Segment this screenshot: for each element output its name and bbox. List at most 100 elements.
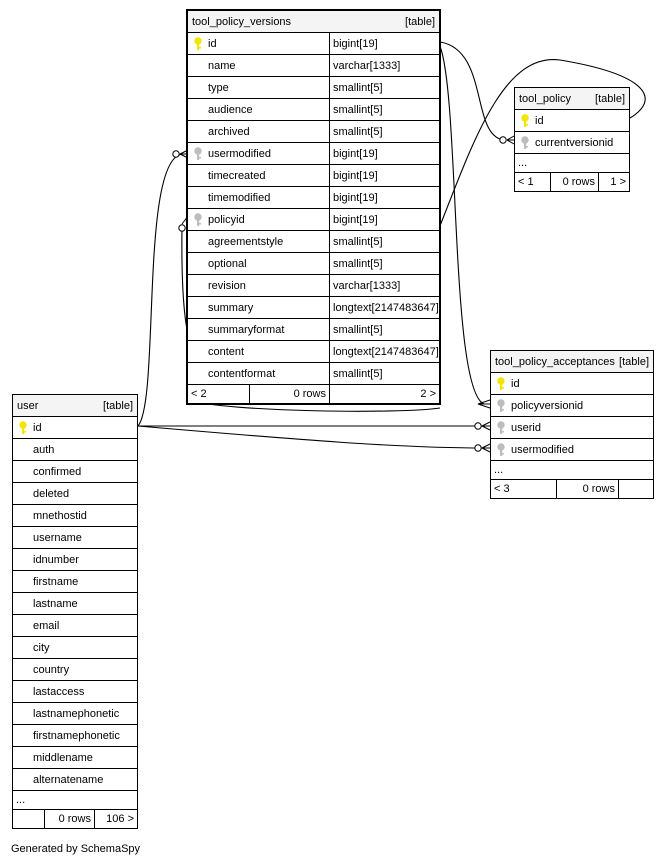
column-row[interactable]: lastnamephonetic [13, 703, 137, 725]
column-row[interactable]: lastaccess [13, 681, 137, 703]
primary-key-icon [192, 36, 205, 51]
column-row[interactable]: currentversionid [515, 132, 629, 154]
column-name: policyversionid [511, 399, 584, 412]
column-name: name [208, 59, 236, 72]
column-name-cell: usermodified [491, 439, 653, 460]
column-row[interactable]: lastname [13, 593, 137, 615]
footer-children-link[interactable]: 2 > [420, 388, 436, 400]
column-name: currentversionid [535, 136, 614, 149]
no-key-spacer [192, 367, 205, 381]
no-key-spacer [192, 169, 205, 183]
table-name[interactable]: tool_policy_acceptances [495, 355, 615, 368]
column-type: bigint[19] [329, 187, 439, 208]
column-name: auth [33, 443, 55, 456]
column-name: timemodified [208, 191, 271, 204]
footer-row-count: 0 rows [551, 173, 599, 191]
column-name: lastnamephonetic [33, 707, 120, 720]
column-row[interactable]: username [13, 527, 137, 549]
column-row[interactable]: id bigint[19] [188, 33, 439, 55]
column-row[interactable]: firstnamephonetic [13, 725, 137, 747]
column-row[interactable]: policyversionid [491, 395, 653, 417]
column-name-cell: id [491, 373, 653, 394]
table-name[interactable]: tool_policy_versions [192, 15, 292, 28]
column-type: smallint[5] [329, 319, 439, 340]
footer-parents-link[interactable]: < 3 [491, 480, 557, 498]
column-name-cell: name [188, 55, 329, 76]
column-row[interactable]: alternatename [13, 769, 137, 791]
no-key-spacer [17, 487, 30, 501]
column-name: id [208, 37, 217, 50]
column-type: bigint[19] [329, 33, 439, 54]
column-type: smallint[5] [329, 363, 439, 384]
column-row[interactable]: auth [13, 439, 137, 461]
column-row[interactable]: timemodified bigint[19] [188, 187, 439, 209]
column-row[interactable]: userid [491, 417, 653, 439]
column-row[interactable]: mnethostid [13, 505, 137, 527]
column-name: mnethostid [33, 509, 87, 522]
column-name-cell: type [188, 77, 329, 98]
foreign-key-icon [192, 212, 205, 227]
column-row[interactable]: usermodified [491, 439, 653, 461]
column-row[interactable]: email [13, 615, 137, 637]
column-name-cell: id [515, 110, 629, 131]
column-type: smallint[5] [329, 99, 439, 120]
column-name-cell: userid [491, 417, 653, 438]
column-row[interactable]: confirmed [13, 461, 137, 483]
column-type: varchar[1333] [329, 275, 439, 296]
column-row[interactable]: deleted [13, 483, 137, 505]
column-name-cell: firstname [13, 571, 137, 592]
footer-children-link[interactable]: 106 > [106, 813, 134, 825]
primary-key-icon [495, 376, 508, 391]
primary-key-icon [17, 420, 30, 435]
no-key-spacer [192, 279, 205, 293]
column-row[interactable]: id [515, 110, 629, 132]
footer-parents-link[interactable]: < 2 [188, 385, 250, 403]
footer-parents-link[interactable] [13, 810, 45, 828]
column-name: lastname [33, 597, 78, 610]
column-row[interactable]: idnumber [13, 549, 137, 571]
column-name-cell: usermodified [188, 143, 329, 164]
column-name: policyid [208, 213, 245, 226]
column-row[interactable]: country [13, 659, 137, 681]
column-name: usermodified [208, 147, 271, 160]
column-type: smallint[5] [329, 231, 439, 252]
column-row[interactable]: id [13, 417, 137, 439]
table-name[interactable]: tool_policy [519, 92, 571, 105]
footer-children-link[interactable]: 1 > [610, 176, 626, 188]
edge-optional-marker [499, 136, 507, 144]
column-name-cell: mnethostid [13, 505, 137, 526]
column-row[interactable]: firstname [13, 571, 137, 593]
no-key-spacer [17, 509, 30, 523]
footer-parents-link[interactable]: < 1 [515, 173, 551, 191]
crowfoot-marker [481, 421, 491, 431]
column-row[interactable]: id [491, 373, 653, 395]
column-name-cell: deleted [13, 483, 137, 504]
column-row[interactable]: middlename [13, 747, 137, 769]
no-key-spacer [192, 59, 205, 73]
table-name[interactable]: user [17, 399, 39, 412]
footer-children-link[interactable] [619, 480, 653, 498]
footer-row-count: 0 rows [557, 480, 619, 498]
column-row[interactable]: city [13, 637, 137, 659]
edge-optional-marker [178, 224, 186, 232]
